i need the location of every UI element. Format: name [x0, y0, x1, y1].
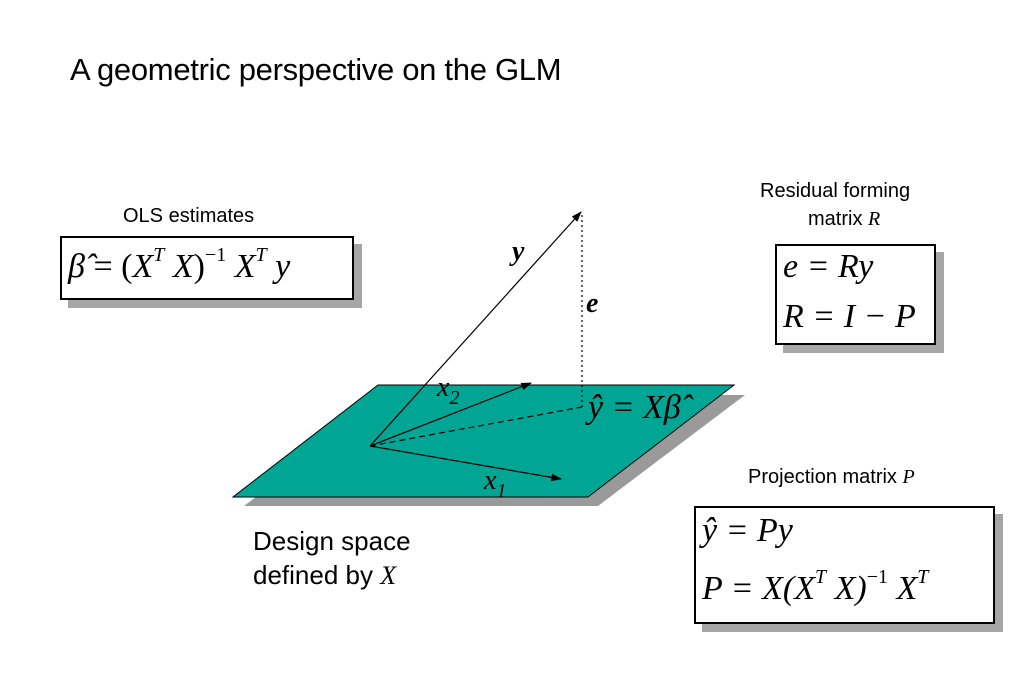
beta-hat: β̂: [68, 248, 85, 285]
residual-equation-box: e = Ry R = I − P: [775, 244, 936, 345]
ols-equation-box: β̂ = (XT X)−1 XT y: [60, 236, 354, 300]
projection-dashed-line: [369, 406, 583, 447]
yhat-label: ŷ = Xβ̂: [585, 389, 694, 426]
residual-label-var: R: [868, 208, 881, 230]
design-plane: [231, 384, 736, 498]
design-space-label: Design space defined by X: [253, 524, 411, 593]
ols-t2: T: [255, 244, 267, 266]
ols-close: ): [193, 248, 205, 285]
residual-label-line1: Residual forming: [760, 180, 911, 202]
projection-eq1: ŷ = Py: [702, 512, 793, 549]
x1-vector-arrow: [369, 445, 563, 482]
ols-equals: = (: [93, 248, 133, 285]
ols-x1: X: [132, 248, 154, 285]
projection-label: Projection matrix P: [748, 466, 915, 489]
y-vector-label: y: [509, 236, 525, 267]
ols-x3: X: [234, 248, 256, 285]
ols-x2: X: [172, 248, 194, 285]
ols-inv: −1: [204, 244, 227, 266]
x2-vector-arrow: [369, 382, 533, 447]
projection-label-text: Projection matrix: [748, 466, 897, 488]
residual-eq2: R = I − P: [783, 298, 916, 335]
e-vector-label: e: [586, 288, 598, 319]
residual-eq1: e = Ry: [783, 248, 874, 285]
ols-y: y: [275, 248, 291, 285]
design-space-line1: Design space: [253, 526, 411, 556]
design-space-line2: defined by X: [253, 560, 397, 590]
residual-label-line2: matrix R: [808, 208, 880, 231]
projection-eq2: P = X(XT X)−1 XT: [702, 566, 929, 607]
ols-t1: T: [153, 244, 165, 266]
x1-label: x1: [483, 465, 506, 502]
page-title: A geometric perspective on the GLM: [70, 52, 562, 87]
x2-label: x2: [436, 372, 459, 409]
projection-equation-box: ŷ = Py P = X(XT X)−1 XT: [694, 506, 995, 624]
projection-label-var: P: [902, 466, 915, 488]
y-vector-arrow: [369, 211, 582, 447]
design-space-var: X: [380, 561, 397, 590]
ols-equation: β̂ = (XT X)−1 XT y: [68, 244, 291, 286]
ols-label: OLS estimates: [123, 205, 255, 227]
residual-label-text: matrix: [808, 208, 863, 230]
